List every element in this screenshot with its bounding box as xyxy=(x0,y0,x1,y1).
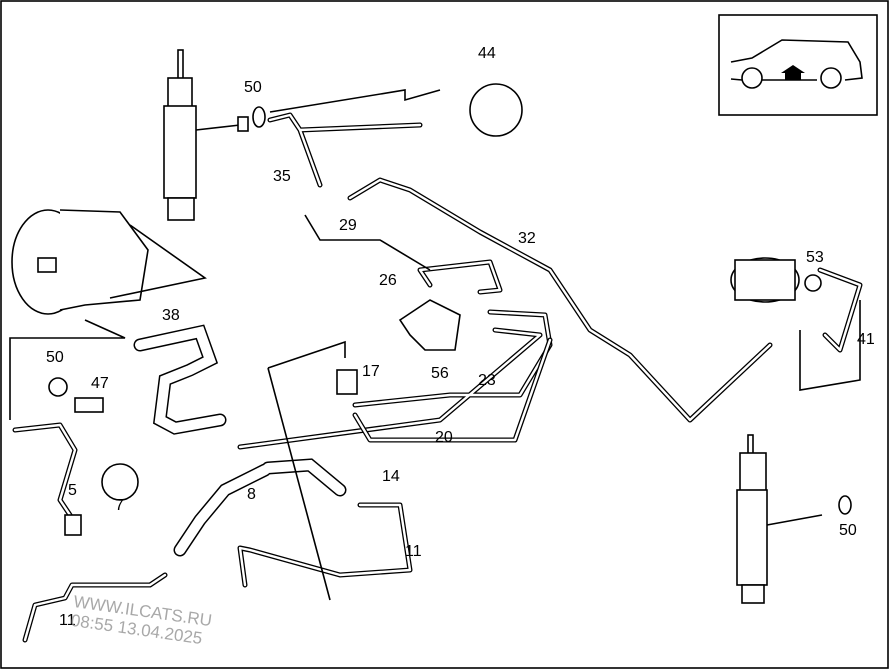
adapter-17 xyxy=(336,369,358,395)
cap-7 xyxy=(101,463,139,501)
brake-lines xyxy=(12,112,863,643)
callout-56: 56 xyxy=(431,365,449,382)
shock-absorber-rear xyxy=(736,434,852,604)
callout-50: 50 xyxy=(244,79,262,96)
seal-ring-50-left xyxy=(48,377,68,397)
callout-38: 38 xyxy=(162,307,180,324)
callout-44: 44 xyxy=(478,45,496,62)
bolt-47 xyxy=(74,397,104,413)
pressure-accumulator-44 xyxy=(469,83,523,137)
callout-50: 50 xyxy=(839,522,857,539)
callout-35: 35 xyxy=(273,168,291,185)
valve-block-56 xyxy=(398,299,461,351)
callout-11: 11 xyxy=(405,543,422,560)
callout-53: 53 xyxy=(806,249,824,266)
callout-50: 50 xyxy=(46,349,64,366)
car-front-axle-arrow-icon xyxy=(718,14,878,116)
callout-7: 7 xyxy=(115,497,124,514)
leader-lines xyxy=(267,89,861,601)
callout-8: 8 xyxy=(247,486,256,503)
callout-41: 41 xyxy=(857,331,875,348)
sensor-5 xyxy=(64,514,82,536)
callout-23: 23 xyxy=(478,372,496,389)
callout-20: 20 xyxy=(435,429,453,446)
hoses xyxy=(133,324,347,557)
callout-26: 26 xyxy=(379,272,397,289)
seal-ring-50 xyxy=(252,106,266,128)
callout-47: 47 xyxy=(91,375,109,392)
fluid-reservoir xyxy=(730,257,822,303)
callout-29: 29 xyxy=(339,217,357,234)
callout-5: 5 xyxy=(68,482,77,499)
callout-11: 11 xyxy=(59,612,76,629)
shock-absorber-front xyxy=(163,49,249,221)
hydraulic-pump xyxy=(9,209,207,420)
callout-14: 14 xyxy=(382,468,400,485)
callout-32: 32 xyxy=(518,230,536,247)
callout-17: 17 xyxy=(362,363,380,380)
